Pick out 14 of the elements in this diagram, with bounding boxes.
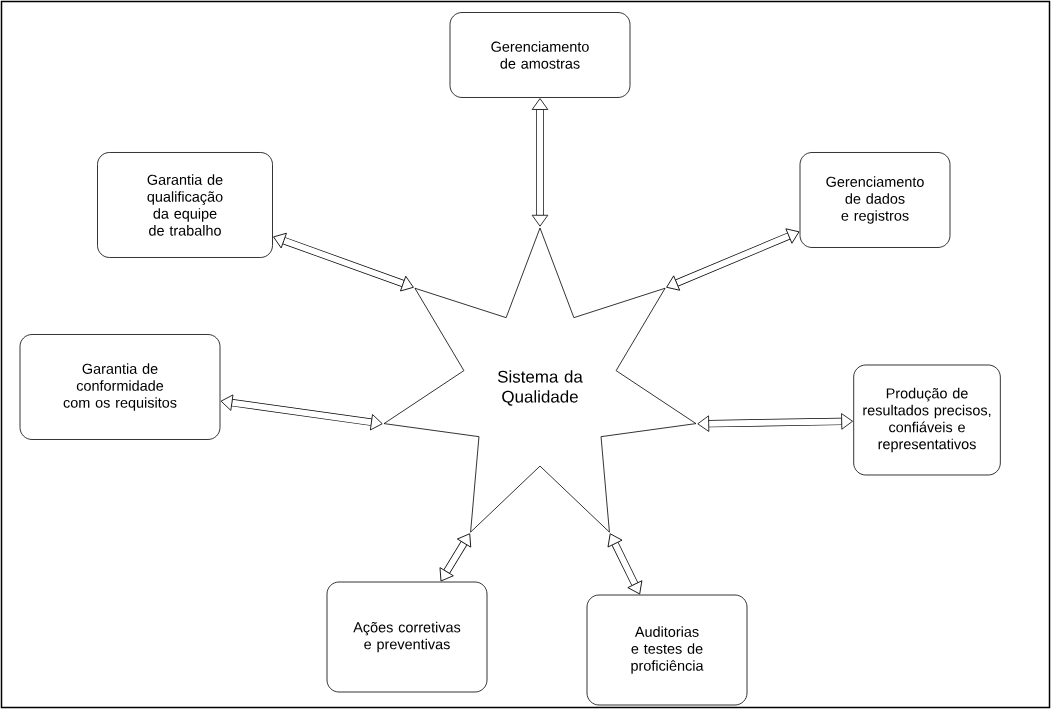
double-arrow <box>697 413 853 432</box>
double-arrow <box>273 232 414 292</box>
double-arrow <box>607 533 643 595</box>
rounded-box: Auditorias e testes de proficiência <box>586 594 748 706</box>
rounded-box: Garantia de qualificação da equipe de trabalho <box>97 152 273 258</box>
rounded-box: Gerenciamento de dados e registros <box>799 152 951 248</box>
double-arrow <box>531 98 549 227</box>
rounded-box: Ações corretivas e preventivas <box>326 581 488 693</box>
double-arrow <box>666 228 800 291</box>
rounded-box: Gerenciamento de amostras <box>449 12 631 98</box>
double-arrow <box>220 394 383 431</box>
rounded-box: Produção de resultados precisos, confiáveis e representativos <box>853 364 1001 476</box>
rounded-box: Garantia de conformidade com os requisitos <box>19 334 221 440</box>
double-arrow <box>439 533 472 582</box>
